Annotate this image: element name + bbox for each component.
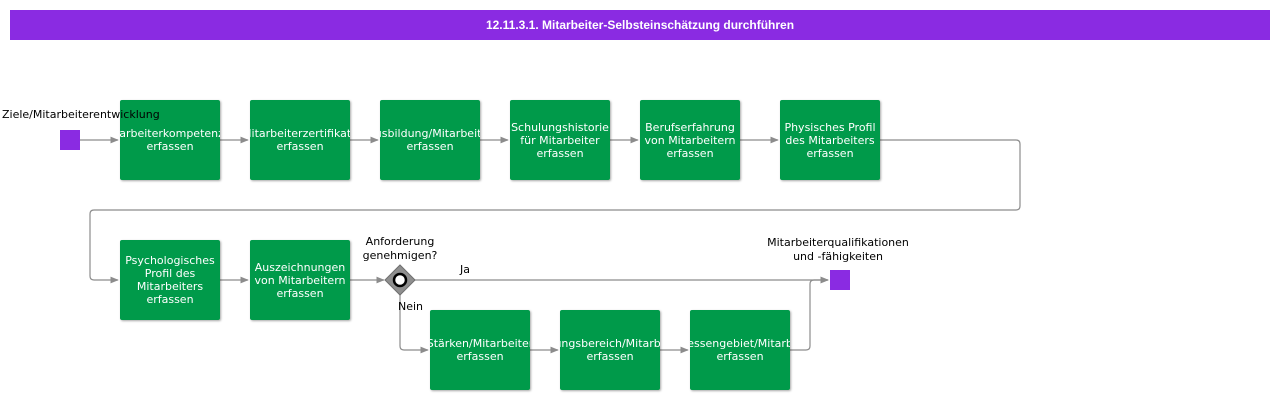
task-label: Berufserfahrung von Mitarbeitern erfasse… (644, 120, 736, 160)
task-label: Stärken/Mitarbeiter erfassen (430, 337, 530, 363)
task-schulungshistorie[interactable]: Schulungshistorie für Mitarbeiter erfass… (510, 100, 610, 180)
task-physisches-profil[interactable]: Physisches Profil des Mitarbeiters erfas… (780, 100, 880, 180)
task-psychologisches-profil[interactable]: Psychologisches Profil des Mitarbeiters … (120, 240, 220, 320)
start-event[interactable] (60, 130, 80, 150)
task-label: Auszeichnungen von Mitarbeitern erfassen (254, 260, 346, 300)
task-label: Psychologisches Profil des Mitarbeiters … (125, 254, 215, 306)
connector-t6-t7 (89, 139, 1021, 284)
task-label: Physisches Profil des Mitarbeiters erfas… (784, 120, 876, 160)
task-berufserfahrung[interactable]: Berufserfahrung von Mitarbeitern erfasse… (640, 100, 740, 180)
connector-gateway-no-t9 (399, 295, 429, 354)
task-ausbildung[interactable]: Ausbildung/Mitarbeiter erfassen (380, 100, 480, 180)
end-event[interactable] (830, 270, 850, 290)
task-label: Mitarbeiterkompetenzen erfassen (120, 127, 220, 153)
decision-gateway[interactable] (384, 264, 416, 296)
task-bildungsbereich[interactable]: Bildungsbereich/Mitarbeiter erfassen (560, 310, 660, 390)
diagram-title: 12.11.3.1. Mitarbeiter-Selbsteinschätzun… (485, 18, 795, 32)
end-event-label: Mitarbeiterqualifikationen und -fähigkei… (767, 236, 909, 263)
gateway-no-label: Nein (398, 300, 424, 313)
task-label: Bildungsbereich/Mitarbeiter erfassen (560, 337, 660, 363)
task-mitarbeiterzertifikate[interactable]: Mitarbeiterzertifikate erfassen (250, 100, 350, 180)
task-label: Interessengebiet/Mitarbeiter erfassen (690, 337, 790, 363)
task-staerken[interactable]: Stärken/Mitarbeiter erfassen (430, 310, 530, 390)
gateway-label: Anforderung genehmigen? (362, 235, 438, 262)
diagram-title-bar: 12.11.3.1. Mitarbeiter-Selbsteinschätzun… (10, 10, 1270, 40)
start-event-label: Ziele/Mitarbeiterentwicklung (2, 108, 160, 121)
task-label: Ausbildung/Mitarbeiter erfassen (380, 127, 480, 153)
task-interessengebiet[interactable]: Interessengebiet/Mitarbeiter erfassen (690, 310, 790, 390)
task-label: Schulungshistorie für Mitarbeiter erfass… (511, 120, 609, 160)
connector-t11-end (790, 276, 829, 351)
gateway-event-circle (392, 272, 408, 288)
task-label: Mitarbeiterzertifikate erfassen (250, 127, 350, 153)
task-mitarbeiterkompetenzen[interactable]: Mitarbeiterkompetenzen erfassen (120, 100, 220, 180)
task-auszeichnungen[interactable]: Auszeichnungen von Mitarbeitern erfassen (250, 240, 350, 320)
gateway-yes-label: Ja (460, 263, 470, 276)
